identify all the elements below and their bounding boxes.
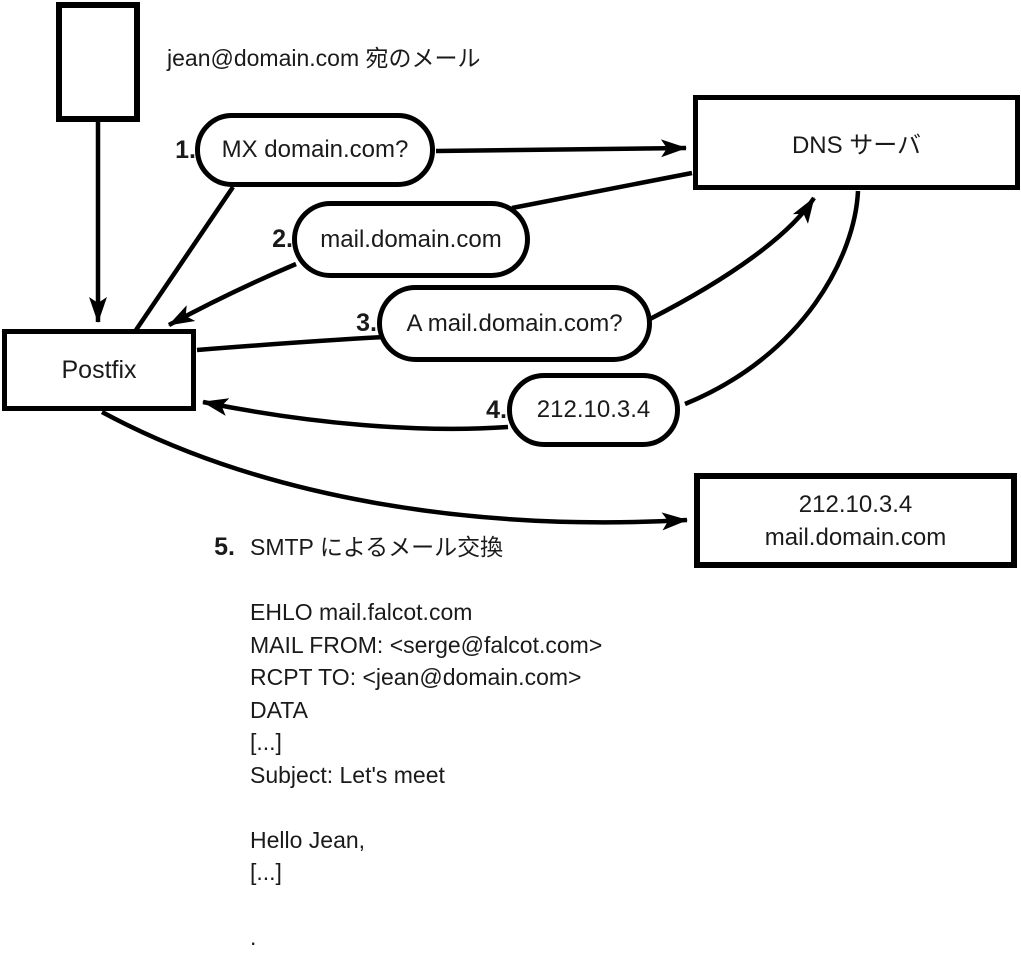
step-number-3: 3. xyxy=(356,309,377,337)
step-number-2: 2. xyxy=(272,225,293,253)
smtp-line-ellipsis-1: [...] xyxy=(250,729,282,755)
smtp-line-data: DATA xyxy=(250,696,308,723)
smtp-line-subject: Subject: Let's meet xyxy=(250,761,445,788)
smtp-line-blank-2 xyxy=(250,889,602,922)
step-number-4: 4. xyxy=(486,396,507,424)
query-bubble-a: A mail.domain.com? xyxy=(377,285,652,362)
arrow-postfix-to-mailserver xyxy=(100,410,688,531)
curve-postfix-to-bubble3 xyxy=(196,334,386,353)
postfix-node: Postfix xyxy=(2,329,196,411)
arrow-bubble2-to-postfix xyxy=(167,261,297,327)
curve-dns-to-bubble4 xyxy=(684,190,861,407)
step-number-5: 5. xyxy=(214,533,235,561)
arrow-layer xyxy=(89,120,861,531)
dns-server-node-label: DNS サーバ xyxy=(791,132,922,159)
line-postfix-to-bubble1 xyxy=(134,185,235,332)
arrow-bubble1-to-dns xyxy=(435,139,687,158)
postfix-node-label: Postfix xyxy=(61,355,137,384)
arrow-bubble4-to-postfix xyxy=(202,398,509,432)
smtp-line-ehlo: EHLO mail.falcot.com xyxy=(250,599,473,625)
response-bubble-mx-label: mail.domain.com xyxy=(320,225,502,253)
mail-server-ip-label: 212.10.3.4 xyxy=(798,490,913,518)
smtp-line-mail-from: MAIL FROM: <serge@falcot.com> xyxy=(250,631,603,658)
mail-server-host-label: mail.domain.com xyxy=(764,523,947,551)
smtp-line-end-dot: . xyxy=(250,924,257,950)
query-bubble-mx-label: MX domain.com? xyxy=(221,136,409,163)
response-bubble-a: 212.10.3.4 xyxy=(507,373,680,447)
response-bubble-a-label: 212.10.3.4 xyxy=(536,396,651,423)
response-bubble-mx: mail.domain.com xyxy=(292,201,530,278)
mail-server-node: 212.10.3.4 mail.domain.com xyxy=(694,473,1017,568)
dns-server-node: DNS サーバ xyxy=(693,95,1020,190)
smtp-line-rcpt-to: RCPT TO: <jean@domain.com> xyxy=(250,664,582,690)
step-number-1: 1. xyxy=(175,136,196,164)
arrow-bubble3-to-dns xyxy=(648,196,816,322)
mail-envelope-icon xyxy=(56,2,140,122)
mail-note-label: jean@domain.com 宛のメール xyxy=(167,45,481,71)
smtp-line-hello: Hello Jean, xyxy=(250,826,366,853)
smtp-transcript: EHLO mail.falcot.com MAIL FROM: <serge@f… xyxy=(250,596,602,954)
smtp-line-ellipsis-2: [...] xyxy=(250,859,282,885)
step-5-caption: SMTP によるメール交換 xyxy=(250,534,504,560)
query-bubble-mx: MX domain.com? xyxy=(195,113,435,187)
line-dns-to-bubble2 xyxy=(511,170,693,211)
query-bubble-a-label: A mail.domain.com? xyxy=(406,309,623,337)
smtp-line-blank-1 xyxy=(250,791,602,824)
